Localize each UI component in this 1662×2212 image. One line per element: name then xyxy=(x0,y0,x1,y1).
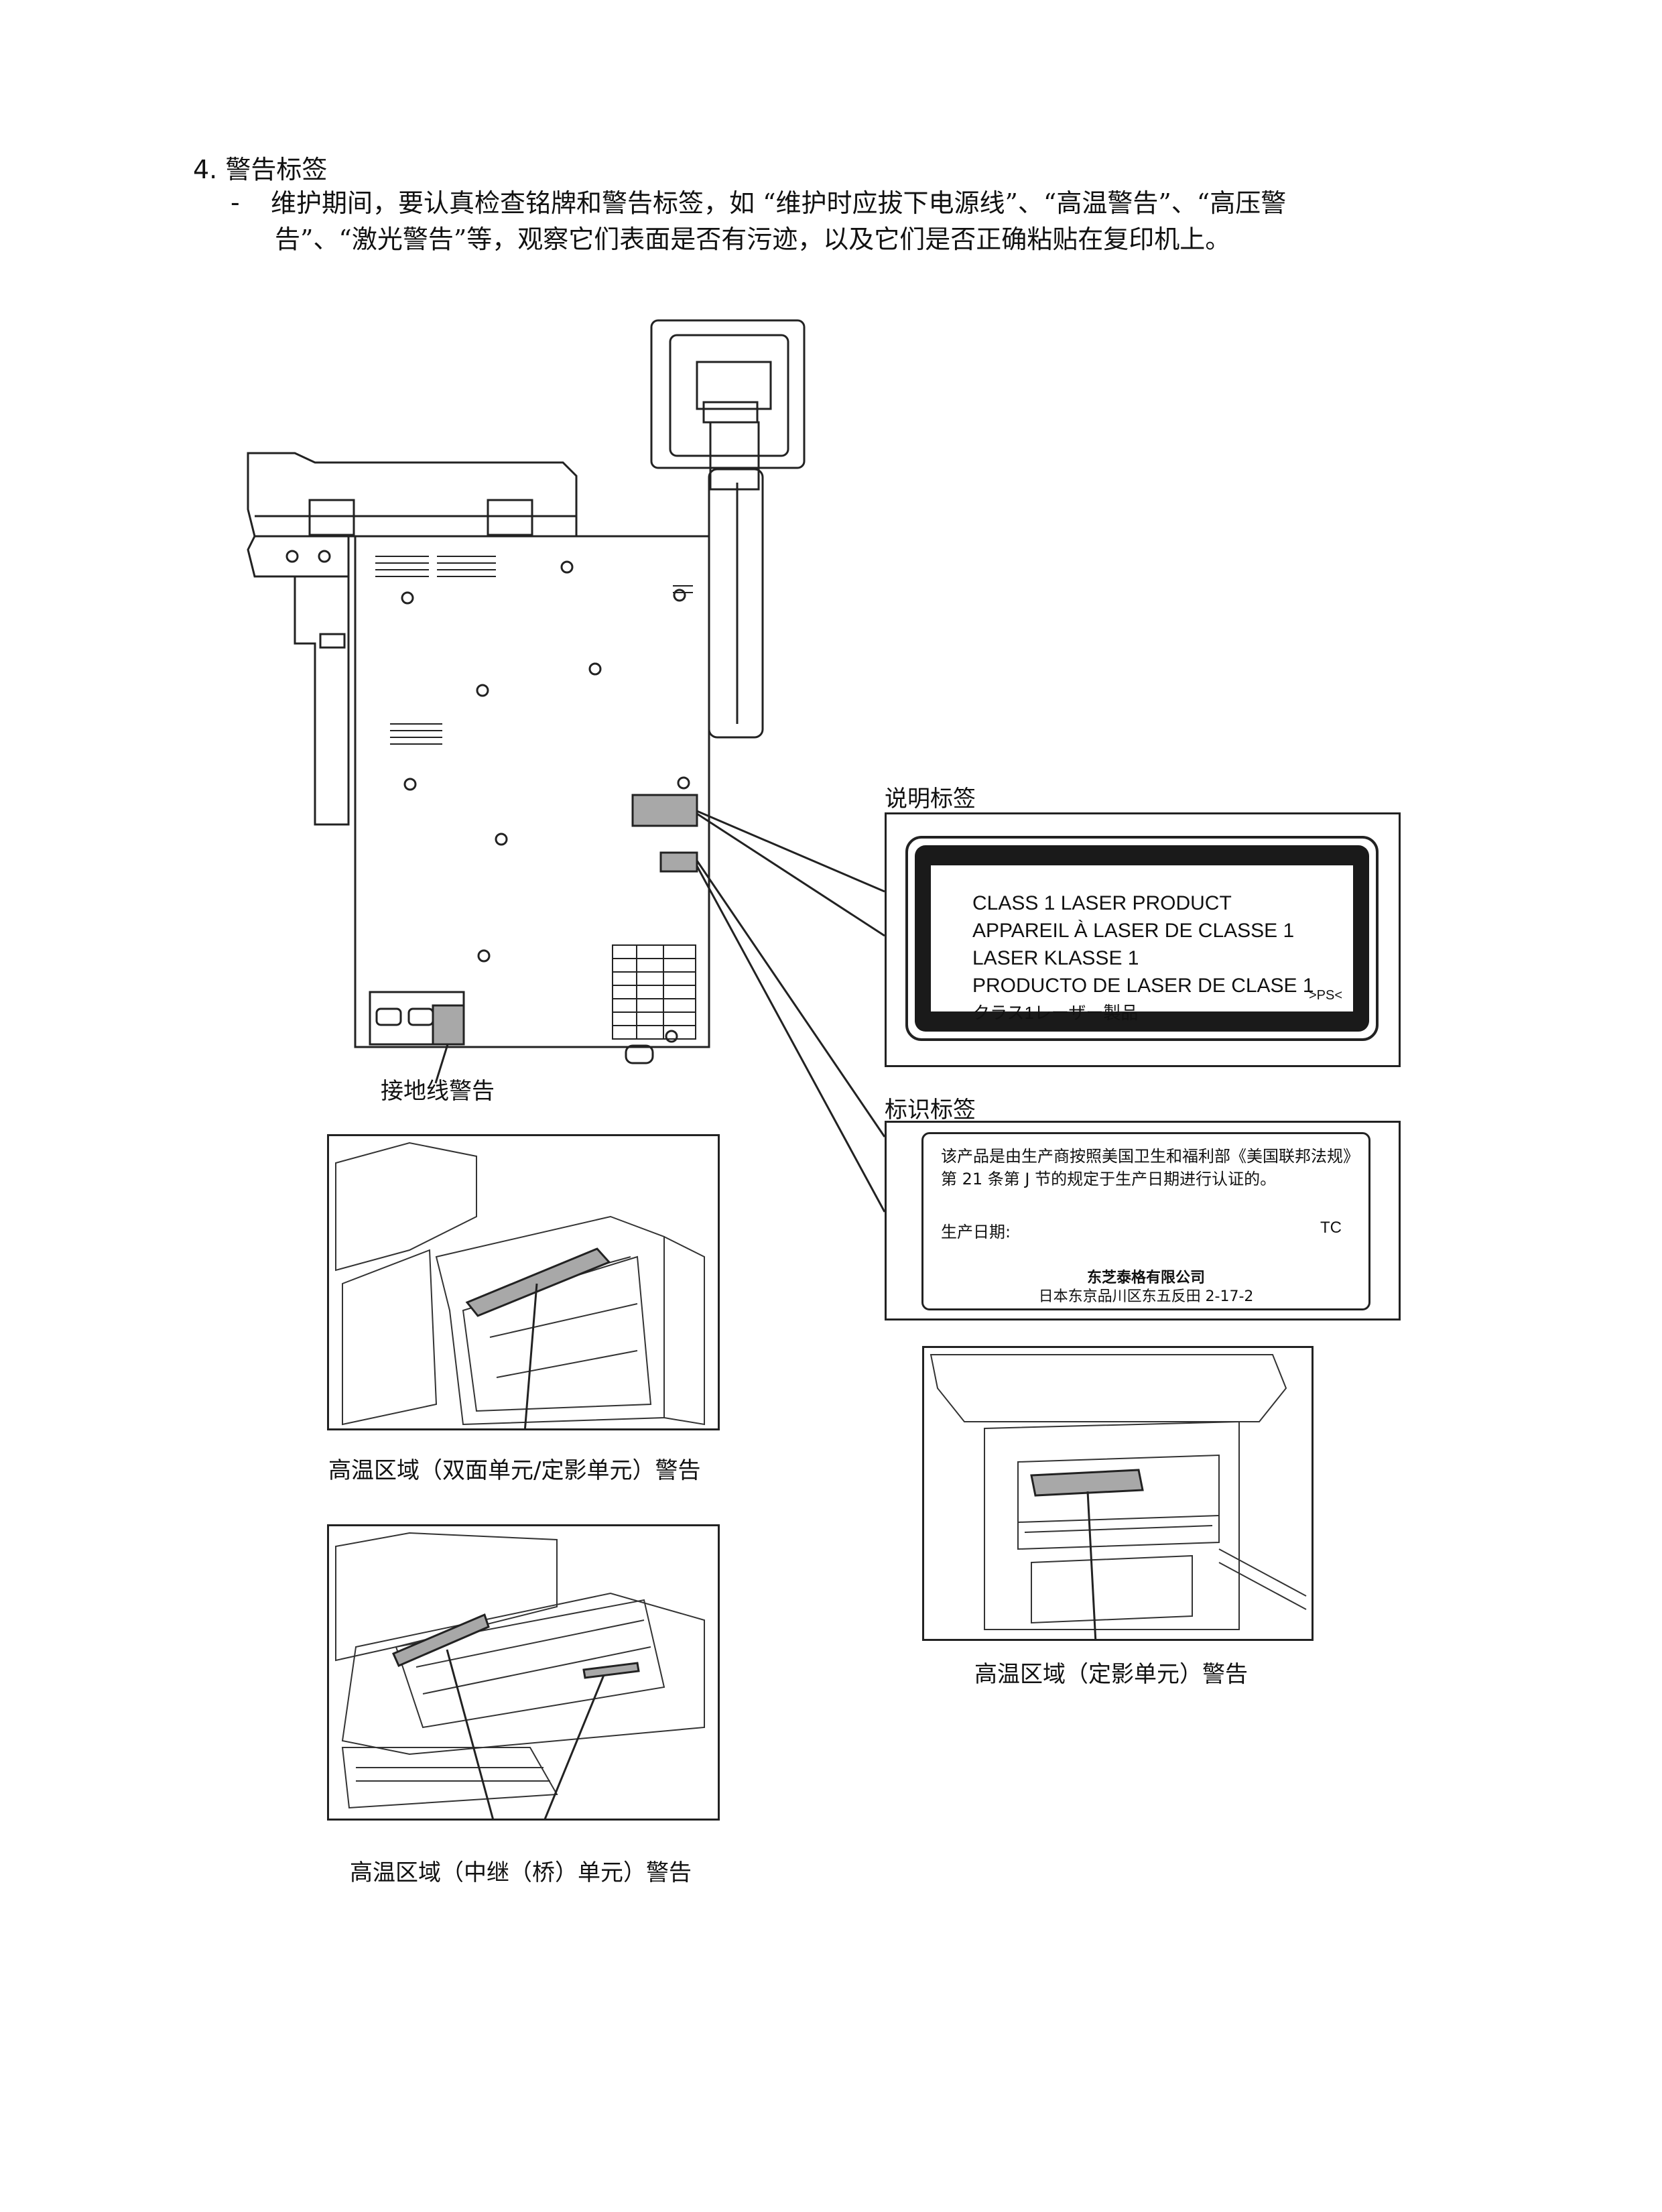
laser-label-text: CLASS 1 LASER PRODUCT APPAREIL À LASER D… xyxy=(972,889,1314,1027)
caption-fuser-warning: 高温区域（定影单元）警告 xyxy=(974,1661,1248,1688)
bridge-unit-illustration xyxy=(327,1524,720,1821)
instruction-line-1: 维护期间，要认真检查铭牌和警告标签，如 “维护时应拔下电源线”、“高温警告”、“… xyxy=(271,188,1287,218)
id-label-address: 日本东京品川区东五反田 2-17-2 xyxy=(1038,1288,1254,1305)
explanation-label-title: 说明标签 xyxy=(885,786,976,812)
laser-line: APPAREIL À LASER DE CLASSE 1 xyxy=(972,920,1295,942)
identification-label-panel: 该产品是由生产商按照美国卫生和福利部《美国联邦法规》第 21 条第 J 节的规定… xyxy=(885,1121,1401,1320)
laser-label-code: >PS< xyxy=(1308,988,1342,1003)
leader-lines xyxy=(434,810,886,1213)
fuser-illustration xyxy=(922,1346,1314,1641)
caption-ground-warning: 接地线警告 xyxy=(381,1078,495,1105)
laser-line: PRODUCTO DE LASER DE CLASE 1 xyxy=(972,975,1314,997)
bullet-dash: - xyxy=(231,188,240,217)
caption-bridge-warning: 高温区域（中继（桥）单元）警告 xyxy=(350,1859,692,1886)
laser-label-panel: CLASS 1 LASER PRODUCT APPAREIL À LASER D… xyxy=(885,812,1401,1067)
laser-line: クラス1レーザー製品 xyxy=(972,1003,1139,1023)
laser-line: CLASS 1 LASER PRODUCT xyxy=(972,892,1232,914)
caption-duplex-fuser-warning: 高温区域（双面单元/定影单元）警告 xyxy=(328,1457,701,1484)
vent-grilles xyxy=(375,556,693,745)
instruction-paragraph: 维护期间，要认真检查铭牌和警告标签，如 “维护时应拔下电源线”、“高温警告”、“… xyxy=(271,185,1423,257)
laser-line: LASER KLASSE 1 xyxy=(972,947,1139,969)
explanation-label-marker xyxy=(631,794,698,827)
copier-outline xyxy=(247,319,806,1064)
id-label-company: 东芝泰格有限公司 xyxy=(1086,1270,1205,1286)
id-label-tc: TC xyxy=(1320,1219,1342,1237)
screw-icons xyxy=(285,550,690,1043)
id-label-text: 该产品是由生产商按照美国卫生和福利部《美国联邦法规》第 21 条第 J 节的规定… xyxy=(941,1147,1351,1188)
id-label-date: 生产日期: xyxy=(941,1223,1011,1241)
section-heading: 4. 警告标签 xyxy=(193,155,328,184)
identification-label-marker xyxy=(659,851,698,873)
identification-label-title: 标识标签 xyxy=(885,1097,976,1123)
rear-vent xyxy=(612,944,696,1040)
duplex-fuser-illustration xyxy=(327,1134,720,1430)
ground-label-marker xyxy=(432,1004,465,1046)
instruction-line-2: 告”、“激光警告”等，观察它们表面是否有污迹，以及它们是否正确粘贴在复印机上。 xyxy=(275,225,1231,254)
